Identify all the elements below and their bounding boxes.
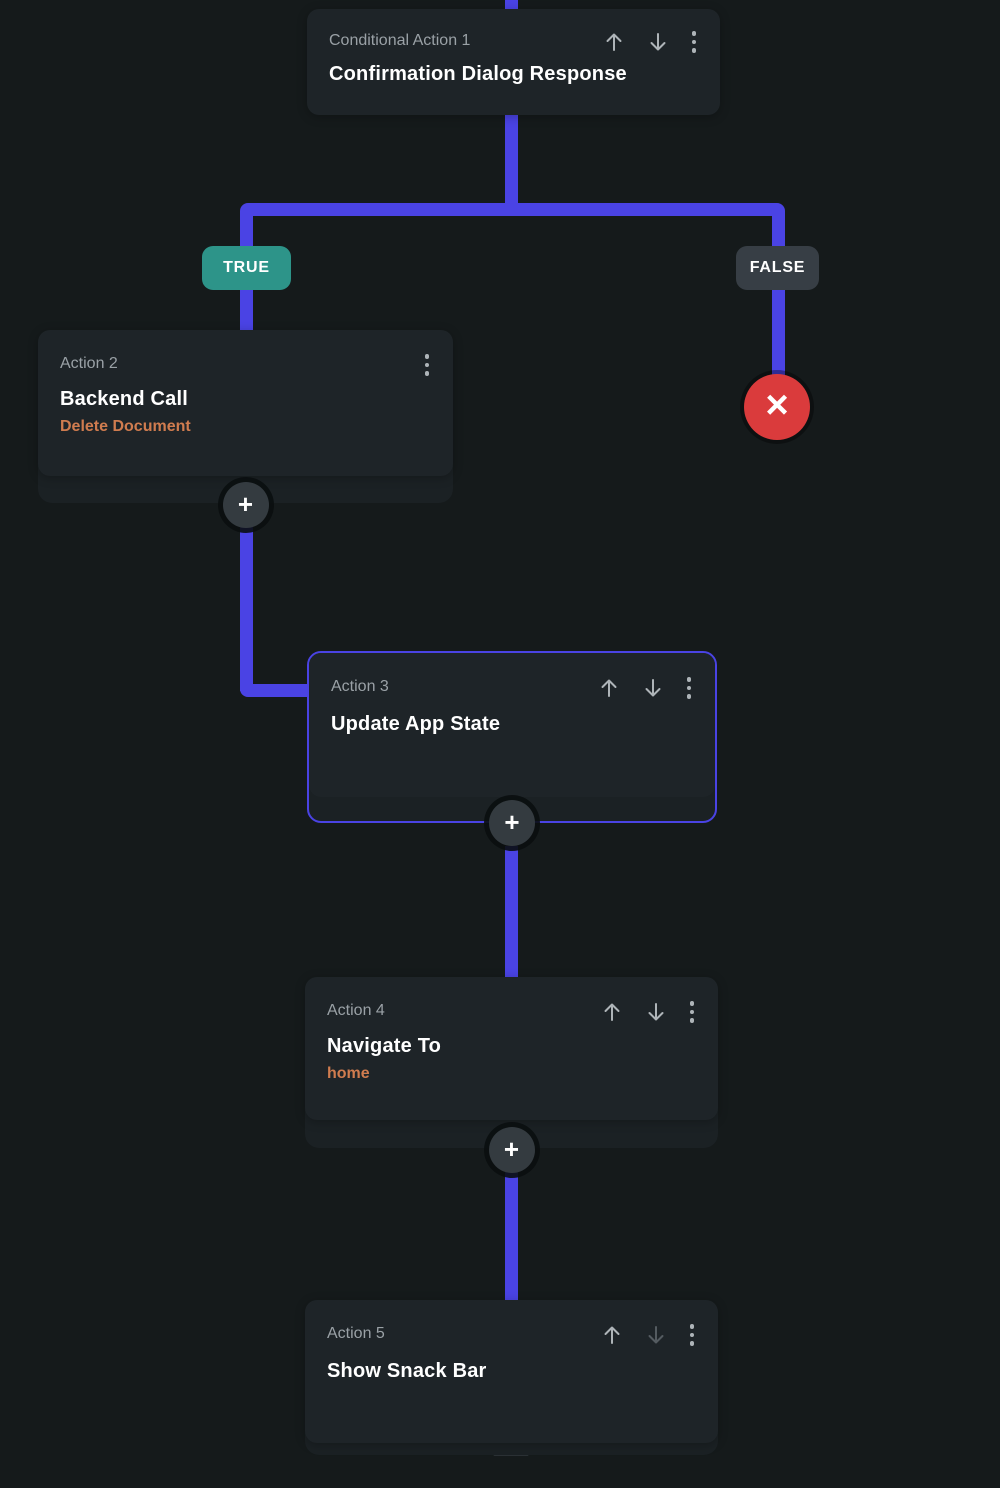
kebab-menu-icon[interactable] xyxy=(688,999,697,1025)
branch-false-label: FALSE xyxy=(749,259,806,276)
plus-icon: + xyxy=(504,807,520,837)
branch-true-label: TRUE xyxy=(223,259,270,276)
connector-conditional-out xyxy=(505,114,518,209)
connector-action2-elbow xyxy=(240,684,310,697)
node-action-3[interactable]: Action 3 Update App State + xyxy=(307,651,717,846)
branch-true-badge: TRUE xyxy=(202,246,291,290)
move-down-icon[interactable] xyxy=(644,1000,668,1024)
move-down-icon xyxy=(644,1323,668,1347)
connector-into-conditional xyxy=(505,0,518,10)
kebab-menu-icon[interactable] xyxy=(688,1322,697,1348)
close-icon: × xyxy=(765,383,789,427)
node-conditional-action-1[interactable]: Conditional Action 1 Confirmation Dialog… xyxy=(307,9,720,115)
move-up-icon[interactable] xyxy=(597,676,621,700)
kebab-menu-icon[interactable] xyxy=(423,352,432,378)
terminate-node[interactable]: × xyxy=(744,374,810,440)
node-title: Show Snack Bar xyxy=(327,1359,487,1382)
add-action-button[interactable]: + xyxy=(488,1127,535,1173)
move-up-icon[interactable] xyxy=(602,30,626,54)
move-down-icon[interactable] xyxy=(641,676,665,700)
node-action-5[interactable]: Action 5 Show Snack Bar xyxy=(305,1300,718,1455)
node-title: Navigate To xyxy=(327,1034,442,1057)
node-title: Update App State xyxy=(331,712,501,735)
add-action-button[interactable]: + xyxy=(222,482,269,528)
kebab-menu-icon[interactable] xyxy=(685,675,694,701)
node-subtitle: Delete Document xyxy=(60,417,191,435)
node-action-4[interactable]: Action 4 Navigate To home + xyxy=(305,977,718,1173)
node-label: Action 3 xyxy=(331,678,389,695)
node-label: Action 4 xyxy=(327,1002,385,1019)
node-label: Conditional Action 1 xyxy=(329,32,471,49)
canvas-bottom-mask xyxy=(0,1456,1000,1488)
node-subtitle: home xyxy=(327,1064,370,1082)
move-down-icon[interactable] xyxy=(646,30,670,54)
node-label: Action 5 xyxy=(327,1325,385,1342)
add-action-button[interactable]: + xyxy=(489,800,535,846)
connector-action4-down xyxy=(505,1170,518,1302)
move-up-icon[interactable] xyxy=(600,1000,624,1024)
connector-action3-down xyxy=(505,846,518,979)
move-up-icon[interactable] xyxy=(600,1323,624,1347)
kebab-menu-icon[interactable] xyxy=(690,29,699,55)
plus-icon: + xyxy=(503,1134,520,1164)
connector-false-leg xyxy=(772,212,785,378)
node-action-2[interactable]: Action 2 Backend Call Delete Document + xyxy=(38,330,453,528)
node-title: Confirmation Dialog Response xyxy=(329,62,627,85)
connector-action2-down xyxy=(240,524,253,691)
plus-icon: + xyxy=(237,489,254,519)
branch-false-badge: FALSE xyxy=(736,246,819,290)
connector-branch-bar xyxy=(240,203,785,216)
node-label: Action 2 xyxy=(60,355,118,372)
node-title: Backend Call xyxy=(60,387,189,410)
